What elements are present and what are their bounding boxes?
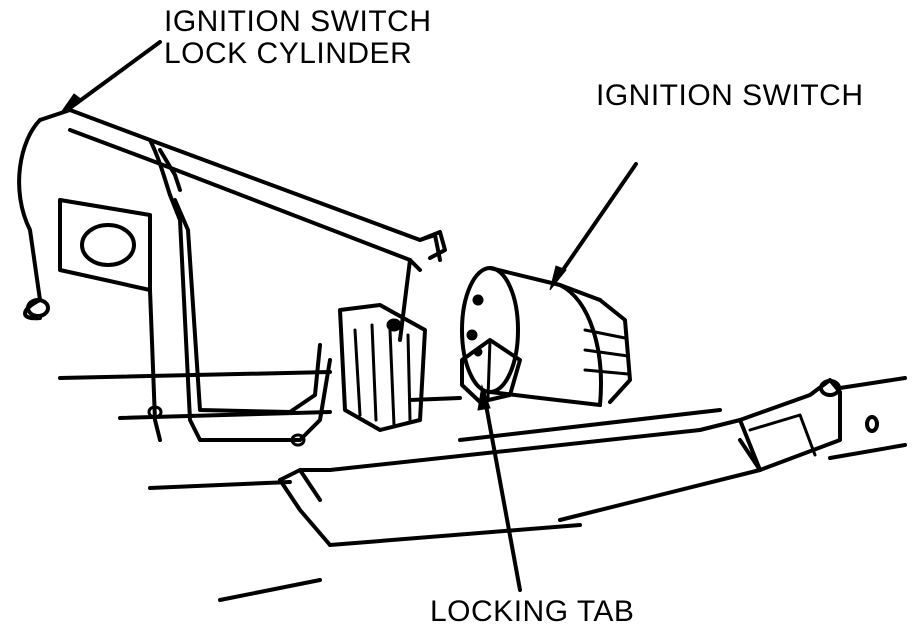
ignition-switch-label: IGNITION SWITCH [596, 79, 864, 112]
lock-cylinder-label-line1: IGNITION SWITCH [164, 5, 432, 38]
right-bracket [698, 378, 879, 472]
lower-plate [278, 468, 332, 547]
leader-lines [59, 40, 638, 592]
locking-tab-leader [482, 392, 522, 592]
locking-tab-label: LOCKING TAB [430, 595, 635, 628]
lock-cylinder-label: IGNITION SWITCH LOCK CYLINDER [164, 6, 431, 70]
lock-cylinder-housing [17, 108, 447, 447]
locking-tab [460, 338, 522, 404]
lock-cylinder-label-line2: LOCK CYLINDER [164, 37, 413, 70]
connector-block [338, 303, 427, 432]
lock-cylinder-leader [68, 40, 162, 110]
ignition-switch-leader [554, 162, 638, 282]
